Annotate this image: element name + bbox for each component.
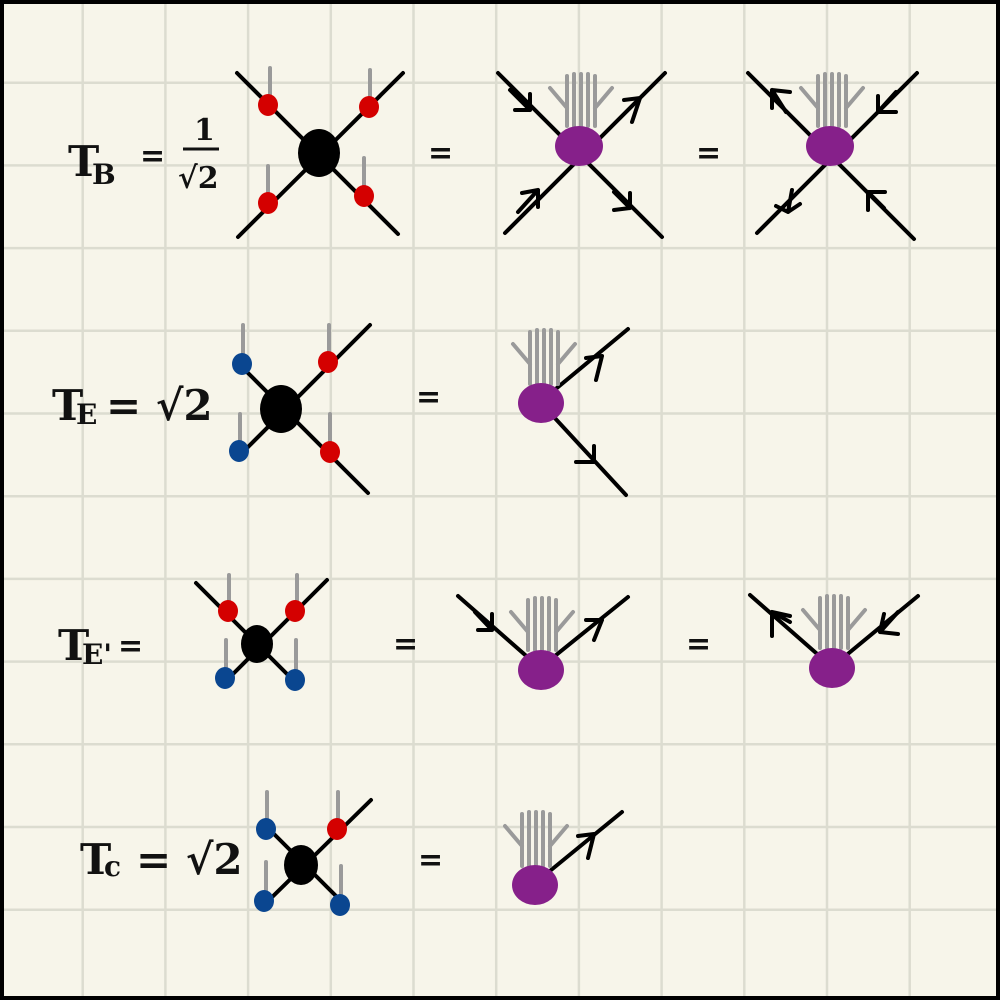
physical-legs-fan bbox=[548, 72, 614, 128]
blue-tensor bbox=[215, 667, 235, 689]
tb-label: T B bbox=[68, 137, 116, 191]
tb-fraction-denominator: √2 bbox=[178, 161, 219, 196]
te-label: T E bbox=[52, 381, 97, 431]
te-prime-black-tensor-diagram bbox=[194, 573, 329, 691]
tc-black-tensor-diagram bbox=[254, 790, 373, 916]
red-tensor bbox=[327, 818, 347, 840]
physical-legs-fan bbox=[503, 810, 569, 868]
row-tb: T B = 1 √2 = bbox=[68, 66, 919, 241]
arrow-in-icon bbox=[878, 610, 900, 636]
fused-tensor bbox=[806, 126, 854, 166]
red-tensor bbox=[218, 600, 238, 622]
arrow-in-icon bbox=[774, 188, 802, 214]
core-tensor bbox=[241, 625, 273, 663]
tc-prefactor: = √2 bbox=[136, 835, 243, 884]
fused-tensor bbox=[809, 648, 855, 688]
te-label-sub: E bbox=[76, 398, 97, 431]
arrow-out-icon bbox=[516, 188, 540, 214]
tb-equals-prefactor: = bbox=[140, 139, 165, 174]
blue-tensor bbox=[256, 818, 276, 840]
red-tensor bbox=[320, 441, 340, 463]
arrow-out-icon bbox=[612, 190, 632, 212]
physical-legs-fan bbox=[509, 596, 575, 652]
te-prime-purple-tensor-diagram-1 bbox=[456, 594, 630, 690]
physical-legs-fan bbox=[801, 594, 867, 650]
arrow-in-icon bbox=[473, 610, 494, 632]
arrow-out-icon bbox=[770, 610, 792, 638]
fused-tensor bbox=[555, 126, 603, 166]
tb-purple-tensor-diagram-1 bbox=[496, 71, 667, 239]
te-prime-label: T E' bbox=[58, 621, 112, 671]
te-prime-label-sub: E' bbox=[82, 638, 112, 671]
te-prime-prefactor: = bbox=[118, 629, 143, 664]
red-tensor bbox=[258, 94, 278, 116]
physical-legs-fan bbox=[511, 328, 577, 386]
row-tc: T c = √2 = bbox=[80, 790, 624, 916]
tb-label-main: T bbox=[68, 137, 99, 186]
row-te: T E = √2 = bbox=[52, 323, 630, 497]
arrow-out-icon bbox=[584, 354, 604, 382]
tb-equals-2: = bbox=[696, 136, 721, 171]
fused-tensor bbox=[512, 865, 558, 905]
physical-legs-fan bbox=[799, 72, 865, 128]
arrow-out-icon bbox=[584, 618, 604, 642]
red-tensor bbox=[354, 185, 374, 207]
tc-label-sub: c bbox=[104, 850, 121, 883]
row-te-prime: T E' = = bbox=[58, 573, 920, 691]
arrow-out-icon bbox=[770, 88, 792, 114]
fused-tensor bbox=[518, 650, 564, 690]
fused-tensor bbox=[518, 383, 564, 423]
blue-tensor bbox=[285, 669, 305, 691]
tc-label-main: T bbox=[80, 835, 111, 884]
blue-tensor bbox=[254, 890, 274, 912]
te-purple-tensor-diagram bbox=[511, 327, 630, 497]
arrow-out-icon bbox=[576, 832, 596, 860]
core-tensor bbox=[284, 845, 318, 885]
tc-purple-tensor-diagram bbox=[503, 810, 624, 905]
tb-label-sub: B bbox=[92, 158, 116, 191]
tb-equals-1: = bbox=[428, 136, 453, 171]
red-tensor bbox=[258, 192, 278, 214]
te-prime-label-main: T bbox=[58, 621, 89, 670]
red-tensor bbox=[359, 96, 379, 118]
core-tensor bbox=[298, 129, 340, 177]
arrow-out-icon bbox=[574, 444, 596, 464]
tb-black-tensor-diagram bbox=[235, 66, 405, 239]
te-label-main: T bbox=[52, 381, 83, 430]
arrow-out-icon bbox=[866, 190, 887, 212]
te-prime-equals-1: = bbox=[393, 627, 418, 662]
core-tensor bbox=[260, 385, 302, 433]
red-tensor bbox=[285, 600, 305, 622]
te-prime-purple-tensor-diagram-2 bbox=[748, 593, 920, 688]
te-equals-1: = bbox=[416, 380, 441, 415]
te-prefactor: = √2 bbox=[106, 381, 213, 430]
tb-fraction-numerator: 1 bbox=[194, 113, 215, 148]
arrow-in-icon bbox=[876, 90, 898, 114]
te-black-tensor-diagram bbox=[229, 323, 372, 495]
tc-equals-1: = bbox=[418, 843, 443, 878]
blue-tensor bbox=[232, 353, 252, 375]
blue-tensor bbox=[229, 440, 249, 462]
blue-tensor bbox=[330, 894, 350, 916]
arrow-out-icon bbox=[622, 96, 642, 124]
tb-purple-tensor-diagram-2 bbox=[746, 71, 919, 241]
te-prime-equals-2: = bbox=[686, 627, 711, 662]
arrow-in-icon bbox=[508, 88, 532, 112]
tc-label: T c bbox=[80, 835, 121, 884]
red-tensor bbox=[318, 351, 338, 373]
